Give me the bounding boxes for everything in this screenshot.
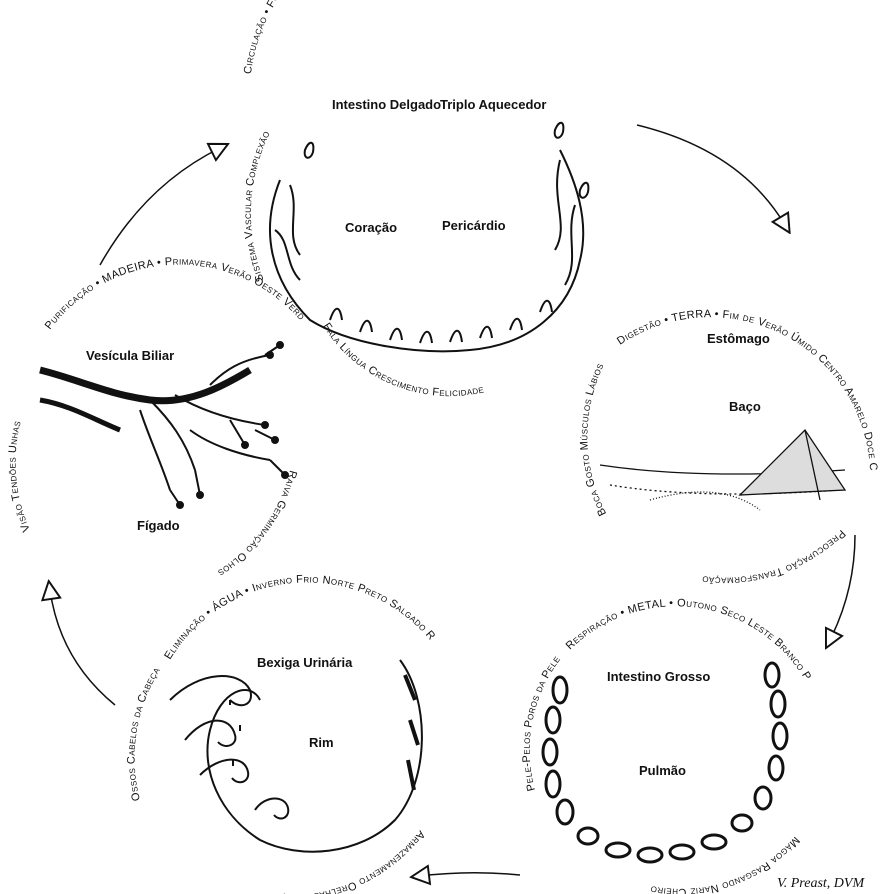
water-organ-bladder: Bexiga Urinária [257, 655, 353, 670]
metal-element: Respiração • METAL • Outono Seco Leste B… [0, 0, 813, 894]
fire-organ-small-intestine: Intestino Delgado [332, 97, 441, 112]
water-ring-left-text: Ossos Cabelos da Cabeça [126, 665, 163, 802]
tree-branch-icon [40, 342, 288, 508]
wood-organ-liver: Fígado [137, 518, 180, 533]
water-ring-bottom-text: Armazenamento Orelhas Audição [268, 828, 427, 894]
wood-element: Purificação • MADEIRA • Primavera Verão … [0, 0, 307, 579]
arrow-fire-to-earth [637, 125, 785, 225]
fire-organ-pericardium: Pericárdio [442, 218, 506, 233]
earth-organ-spleen: Baço [729, 399, 761, 414]
fire-ring-text: Circulação • FOGO • Verão Calor Sul Verm… [242, 0, 499, 75]
flames-icon [270, 123, 588, 352]
wood-ring-bottom-text: Raiva Germinação Olhos [215, 469, 298, 579]
metal-organ-large-intestine: Intestino Grosso [607, 669, 710, 684]
metal-organ-lung: Pulmão [639, 763, 686, 778]
arrow-earth-to-metal [830, 535, 855, 640]
fire-element: Circulação • FOGO • Verão Calor Sul Verm… [242, 0, 588, 399]
earth-element: Digestão • TERRA • Fim de Verão Úmido Ce… [0, 0, 879, 587]
fire-ring-left-text: Sistema Vascular Complexão [242, 129, 273, 284]
wave-icon [170, 660, 422, 852]
earth-organ-stomach: Estômago [707, 331, 770, 346]
arrow-wood-to-fire [100, 148, 220, 265]
earth-ring-bottom-text: Preocupação Transformação [701, 527, 847, 586]
author-signature: V. Preast, DVM [777, 876, 865, 891]
earth-ring-left-text: Boca Gosto Músculos Lábios [578, 361, 609, 518]
arrow-water-to-wood [50, 590, 115, 705]
pyramid-icon [600, 430, 845, 510]
arrow-metal-to-water [420, 873, 520, 876]
fire-organ-triple-heater: Triplo Aquecedor [440, 97, 546, 112]
wood-ring-text: Purificação • MADEIRA • Primavera Verão … [0, 0, 307, 332]
wood-organ-gallbladder: Vesícula Biliar [86, 348, 174, 363]
fire-organ-heart: Coração [345, 220, 397, 235]
water-organ-kidney: Rim [309, 735, 334, 750]
wood-ring-left-text: Visão Tendões Unhas [7, 419, 33, 533]
